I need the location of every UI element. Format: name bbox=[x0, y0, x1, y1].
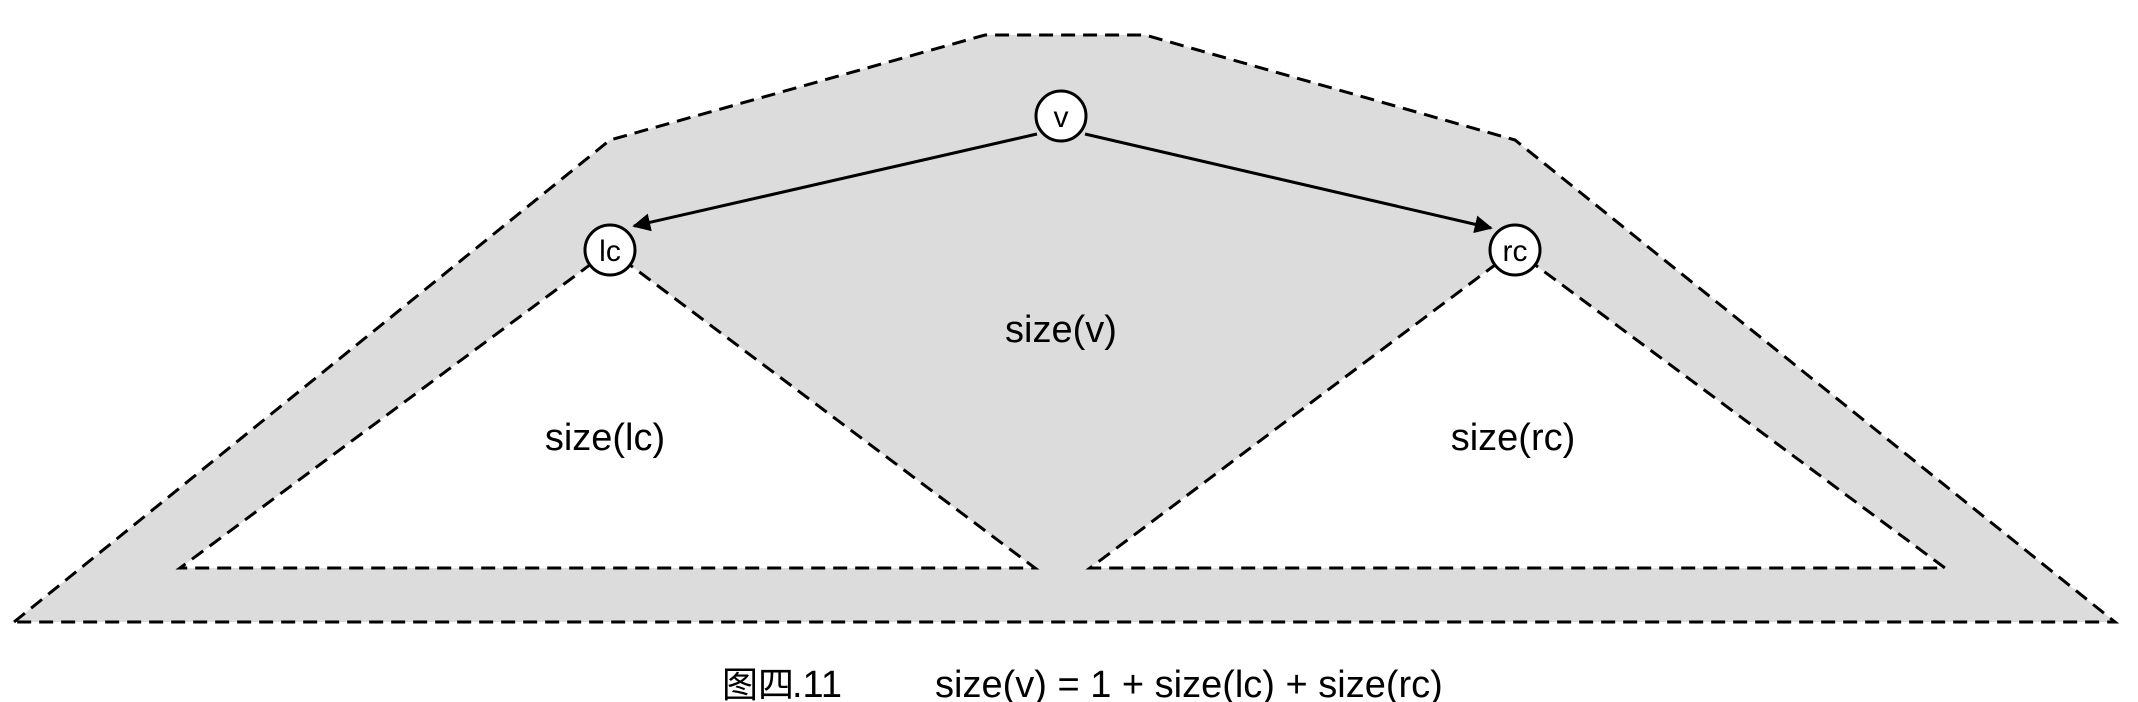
node-v-circle bbox=[1034, 89, 1088, 143]
node-rc: rc bbox=[1488, 223, 1542, 277]
node-rc-circle bbox=[1488, 223, 1542, 277]
left-subtree-region bbox=[175, 248, 1040, 570]
node-lc: lc bbox=[583, 223, 637, 277]
right-subtree-size-label: size(rc) bbox=[1451, 417, 1576, 459]
node-lc-label: lc bbox=[599, 235, 621, 268]
figure-caption-number: .11 bbox=[792, 664, 842, 702]
figure-caption-prefix: 图四 bbox=[722, 665, 794, 702]
whole-tree-size-label: size(v) bbox=[1005, 309, 1117, 351]
node-rc-label: rc bbox=[1503, 235, 1528, 268]
figure-caption: 图四 .11 size(v) = 1 + size(lc) + size(rc) bbox=[722, 664, 1443, 702]
node-v: v bbox=[1034, 89, 1088, 143]
edge-v-to-rc bbox=[1084, 132, 1493, 234]
node-v-label: v bbox=[1054, 101, 1069, 134]
right-subtree-region bbox=[1085, 248, 1950, 570]
figure-caption-formula: size(v) = 1 + size(lc) + size(rc) bbox=[935, 664, 1443, 702]
edge-v-to-lc bbox=[632, 132, 1038, 232]
node-lc-circle bbox=[583, 223, 637, 277]
left-subtree-size-label: size(lc) bbox=[545, 417, 665, 459]
